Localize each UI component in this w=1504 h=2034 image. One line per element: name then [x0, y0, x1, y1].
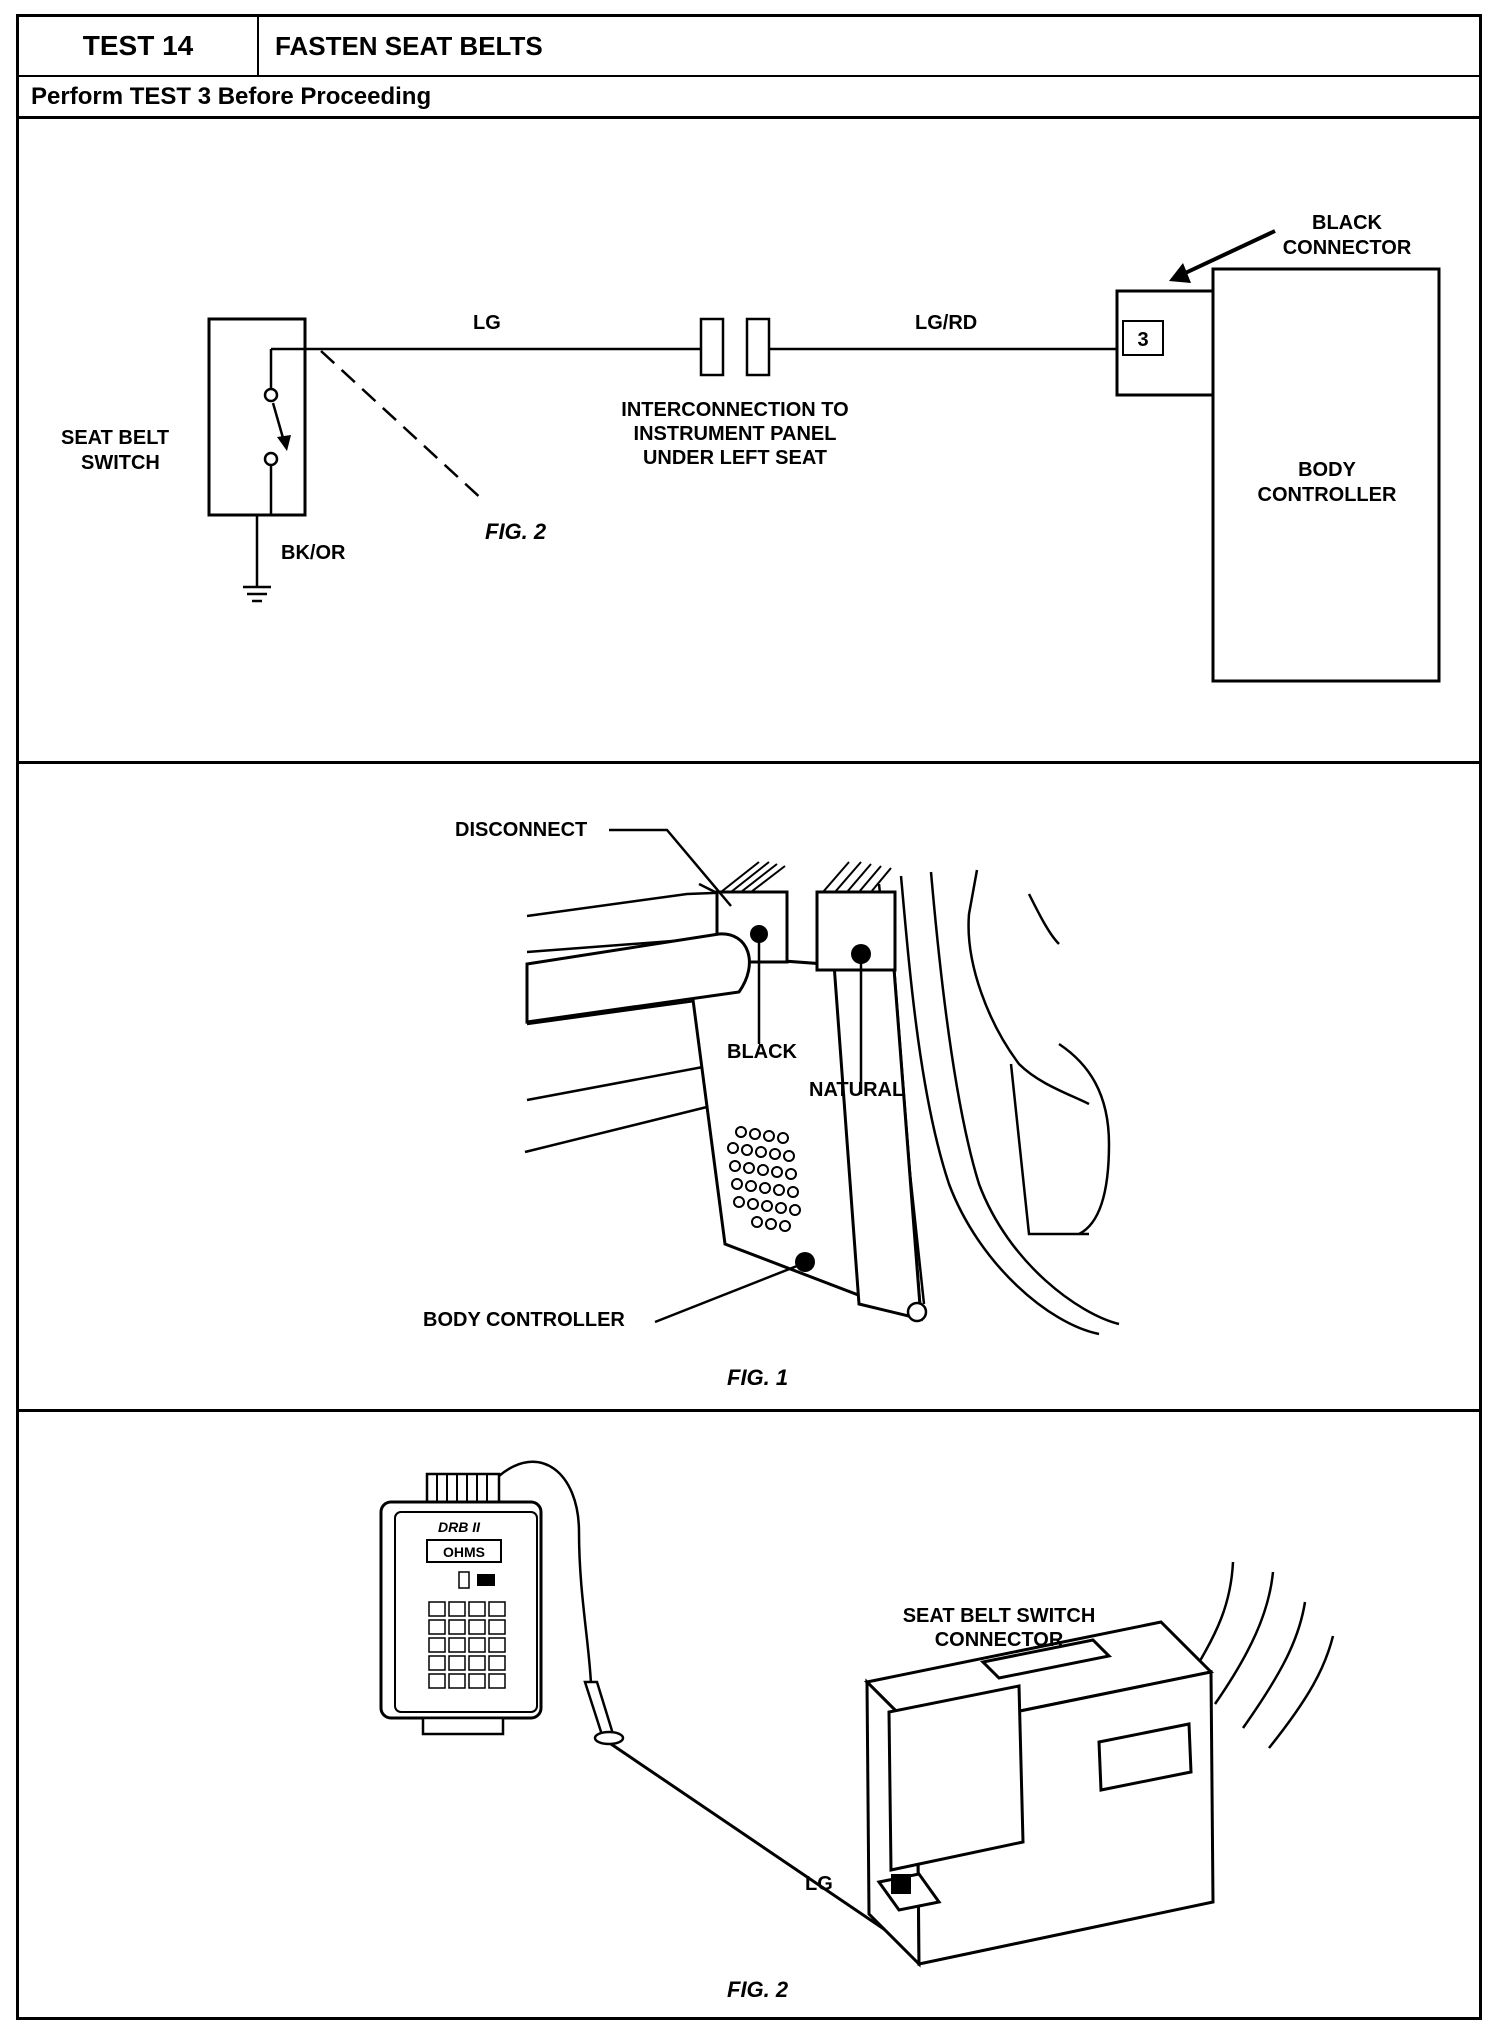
- test-lead-cable: [498, 1460, 593, 1685]
- interconnection-label-1: INTERCONNECTION TO: [621, 399, 848, 421]
- fig1-panel: DISCONNECT BLACK NATURAL BODY CONTROLLER…: [19, 764, 1479, 1412]
- fig2-leader: [320, 350, 486, 503]
- switch-contact-bottom: [263, 451, 279, 467]
- tester-logo: [477, 1574, 495, 1586]
- wire-bk-or-label: BK/OR: [281, 542, 346, 564]
- disconnect-label: DISCONNECT: [455, 819, 587, 841]
- body-controller-label-2: CONTROLLER: [1258, 484, 1397, 506]
- connector-label-2: CONNECTOR: [935, 1629, 1064, 1651]
- schematic-diagram: SEAT BELT SWITCH BK/OR LG INTERCONNECTIO…: [61, 212, 1441, 683]
- body-controller-box: [1211, 267, 1441, 683]
- fig1-caption: FIG. 1: [727, 1365, 788, 1390]
- lg-terminal-label: LG: [805, 1873, 833, 1895]
- harness-tube: [525, 932, 751, 1024]
- seat-belt-switch-connector: [863, 1620, 1215, 1968]
- arrow-icon: [1169, 263, 1191, 283]
- probe-handle: [583, 1680, 615, 1740]
- tester-bottom-connector: [421, 1716, 505, 1736]
- fig1-illustration: DISCONNECT BLACK NATURAL BODY CONTROLLER…: [423, 819, 1120, 1390]
- seat-belt-switch-label-1: SEAT BELT: [61, 427, 169, 449]
- drb-tester: DRB II OHMS: [379, 1472, 543, 1736]
- connector-pointer: [1180, 229, 1276, 277]
- tester-keypad: [428, 1601, 506, 1689]
- wire-bundle: [720, 861, 892, 893]
- natural-label: NATURAL: [809, 1079, 904, 1101]
- interconnection-label-3: UNDER LEFT SEAT: [643, 447, 827, 469]
- connector-pin-3: [1122, 320, 1164, 356]
- black-label: BLACK: [727, 1041, 798, 1063]
- probe-guard: [593, 1730, 625, 1746]
- body-controller-marker: [795, 1252, 815, 1272]
- tester-brand: DRB II: [438, 1519, 481, 1535]
- schematic-panel: SEAT BELT SWITCH BK/OR LG INTERCONNECTIO…: [19, 119, 1479, 764]
- tester-face: [394, 1511, 538, 1713]
- mounting-bolt: [906, 1301, 928, 1323]
- tester-indicator: [458, 1571, 470, 1589]
- seat-belt-switch-label-2: SWITCH: [81, 452, 160, 474]
- prerequisite-note: Perform TEST 3 Before Proceeding: [19, 77, 1479, 119]
- body-controller-housing: [685, 952, 923, 1322]
- switch-contact-top: [263, 387, 279, 403]
- probe-tip: [610, 1742, 904, 1944]
- vent-holes: [727, 1126, 801, 1232]
- wire-lg-rd-label: LG/RD: [915, 312, 977, 334]
- fig2-caption: FIG. 2: [727, 1977, 789, 2002]
- test-sheet: TEST 14 FASTEN SEAT BELTS Perform TEST 3…: [16, 14, 1482, 2020]
- tester-display: [426, 1539, 502, 1563]
- header-row: TEST 14 FASTEN SEAT BELTS: [19, 17, 1479, 77]
- fig2-panel: DRB II OHMS: [19, 1412, 1479, 2017]
- test-number: TEST 14: [19, 17, 259, 75]
- fig2-illustration: DRB II OHMS: [379, 1460, 1335, 2002]
- interconnect-left: [699, 317, 725, 377]
- tester-mode: OHMS: [443, 1544, 485, 1560]
- black-connector-label-2: CONNECTOR: [1283, 237, 1412, 259]
- switch-arrow-icon: [277, 435, 291, 451]
- body-controller-callout: BODY CONTROLLER: [423, 1309, 625, 1331]
- connector-label-1: SEAT BELT SWITCH: [903, 1605, 1096, 1627]
- interconnect-right: [745, 317, 771, 377]
- pin-number: 3: [1137, 329, 1148, 351]
- fig2-reference: FIG. 2: [485, 519, 547, 544]
- body-controller-label-1: BODY: [1298, 459, 1356, 481]
- callout-leaders: [609, 828, 863, 1324]
- lg-terminal: [891, 1874, 911, 1894]
- black-connector-label-1: BLACK: [1312, 212, 1383, 234]
- wire-lg-label: LG: [473, 312, 501, 334]
- test-title: FASTEN SEAT BELTS: [275, 31, 543, 61]
- interconnection-label-2: INSTRUMENT PANEL: [634, 423, 837, 445]
